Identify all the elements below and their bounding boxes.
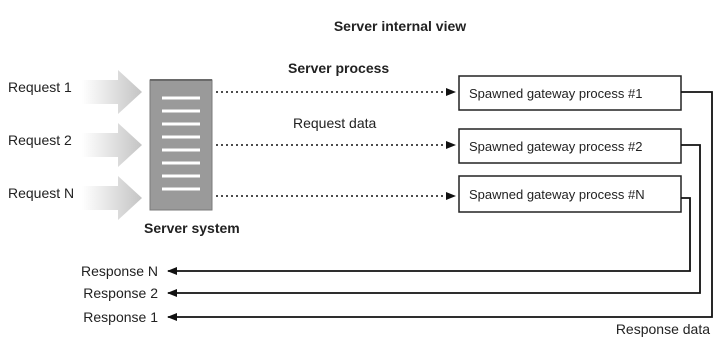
gateway-process-label-1: Spawned gateway process #1 <box>469 86 642 101</box>
incoming-request-arrow-n <box>82 176 142 220</box>
incoming-request-arrow-2 <box>82 123 142 167</box>
server-tower-icon <box>149 79 213 211</box>
response-label-1: Response 1 <box>83 309 158 325</box>
request-data-label: Request data <box>293 115 376 131</box>
server-process-label: Server process <box>288 60 389 76</box>
request-label-1: Request 1 <box>8 79 72 95</box>
request-label-2: Request 2 <box>8 132 72 148</box>
response-path-n <box>167 197 691 275</box>
gateway-process-label-2: Spawned gateway process #2 <box>469 139 642 154</box>
response-path-1 <box>167 91 713 321</box>
gateway-process-box-1: Spawned gateway process #1 <box>458 75 682 111</box>
gateway-process-box-n: Spawned gateway process #N <box>458 175 682 213</box>
gateway-process-label-n: Spawned gateway process #N <box>469 187 645 202</box>
response-data-label: Response data <box>616 321 710 337</box>
response-label-2: Response 2 <box>83 285 158 301</box>
server-system-label: Server system <box>144 220 240 236</box>
response-label-n: Response N <box>81 263 158 279</box>
gateway-process-box-2: Spawned gateway process #2 <box>458 128 682 164</box>
incoming-request-arrow-1 <box>82 70 142 114</box>
diagram-title: Server internal view <box>334 18 466 34</box>
request-label-n: Request N <box>8 185 74 201</box>
response-path-2 <box>167 144 701 297</box>
